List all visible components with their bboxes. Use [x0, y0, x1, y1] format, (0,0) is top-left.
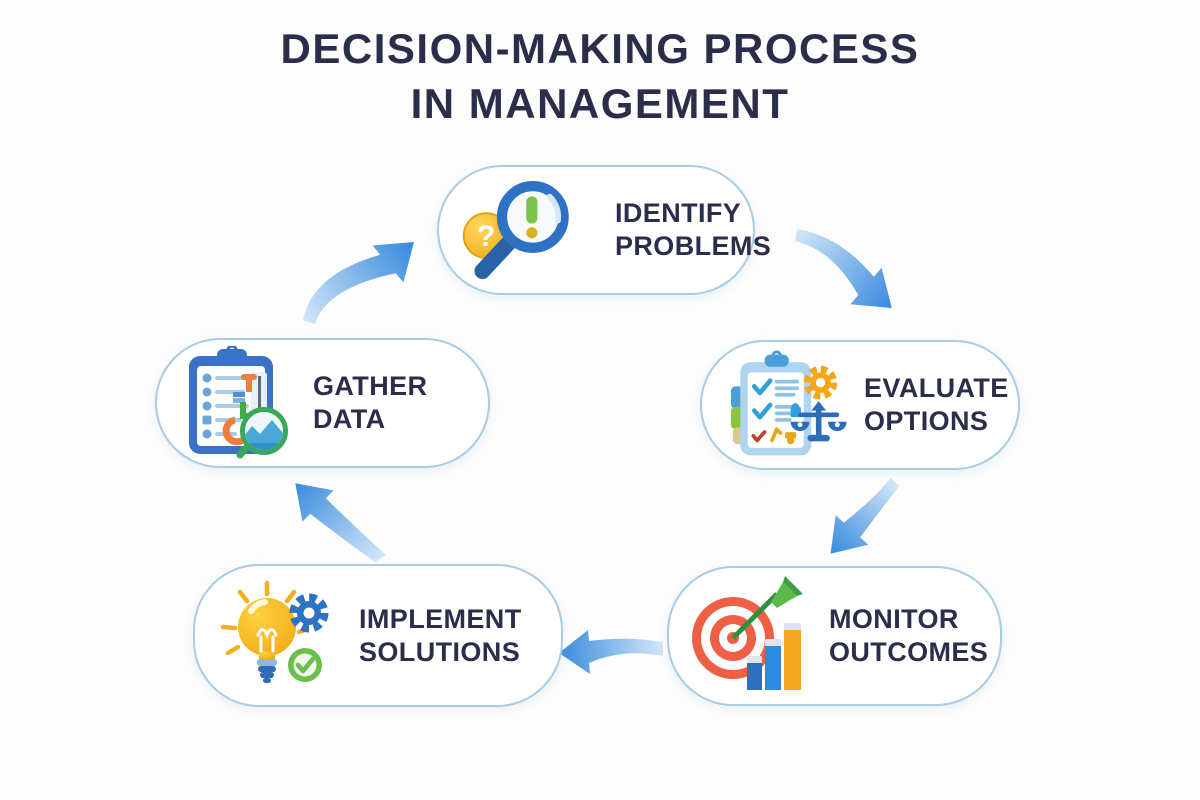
magnifier-question-icon: ?: [462, 181, 569, 279]
title-line-2: IN MANAGEMENT: [410, 79, 790, 127]
step-label: IDENTIFY PROBLEMS: [615, 197, 771, 263]
clipboard-magnifier-chart-icon: [189, 346, 288, 459]
step-label-line2: SOLUTIONS: [359, 636, 521, 667]
step-label-line1: GATHER: [313, 371, 428, 402]
arrow-gather-to-identify-icon: [303, 242, 414, 324]
clipboard-gear-scales-icon: [730, 350, 847, 456]
step-label: EVALUATE OPTIONS: [864, 372, 1009, 438]
step-gather-data: GATHER DATA: [155, 338, 490, 468]
arrow-evaluate-to-monitor-icon: [830, 478, 900, 554]
step-label: IMPLEMENT SOLUTIONS: [359, 603, 522, 669]
step-label-line1: MONITOR: [829, 604, 959, 635]
step-label-line2: OPTIONS: [864, 406, 989, 436]
step-monitor-outcomes: MONITOR OUTCOMES: [667, 566, 1002, 706]
lightbulb-gear-check-icon: [220, 580, 329, 683]
step-label-line1: IMPLEMENT: [359, 603, 522, 634]
step-label: GATHER DATA: [313, 370, 427, 436]
step-implement-solutions: IMPLEMENT SOLUTIONS: [193, 564, 563, 707]
step-label-line2: PROBLEMS: [615, 231, 772, 261]
step-label: MONITOR OUTCOMES: [829, 603, 988, 669]
step-identify-problems: ? IDENTIFY PROBLEMS: [437, 165, 771, 295]
step-evaluate-options: EVALUATE OPTIONS: [700, 340, 1020, 470]
target-dart-bars-icon: [692, 576, 803, 690]
step-label-line2: DATA: [313, 404, 386, 434]
arrow-identify-to-evaluate-icon: [795, 229, 892, 309]
step-label-line1: EVALUATE: [864, 373, 1009, 404]
arrow-implement-to-gather-icon: [295, 483, 386, 562]
step-label-line1: IDENTIFY: [615, 198, 742, 229]
title-line-1: DECISION-MAKING PROCESS: [280, 25, 920, 72]
step-label-line2: OUTCOMES: [829, 637, 989, 667]
arrow-monitor-to-implement-icon: [559, 630, 663, 674]
svg-text:?: ?: [477, 220, 495, 253]
page-title: DECISION-MAKING PROCESS IN MANAGEMENT: [0, 22, 1200, 131]
